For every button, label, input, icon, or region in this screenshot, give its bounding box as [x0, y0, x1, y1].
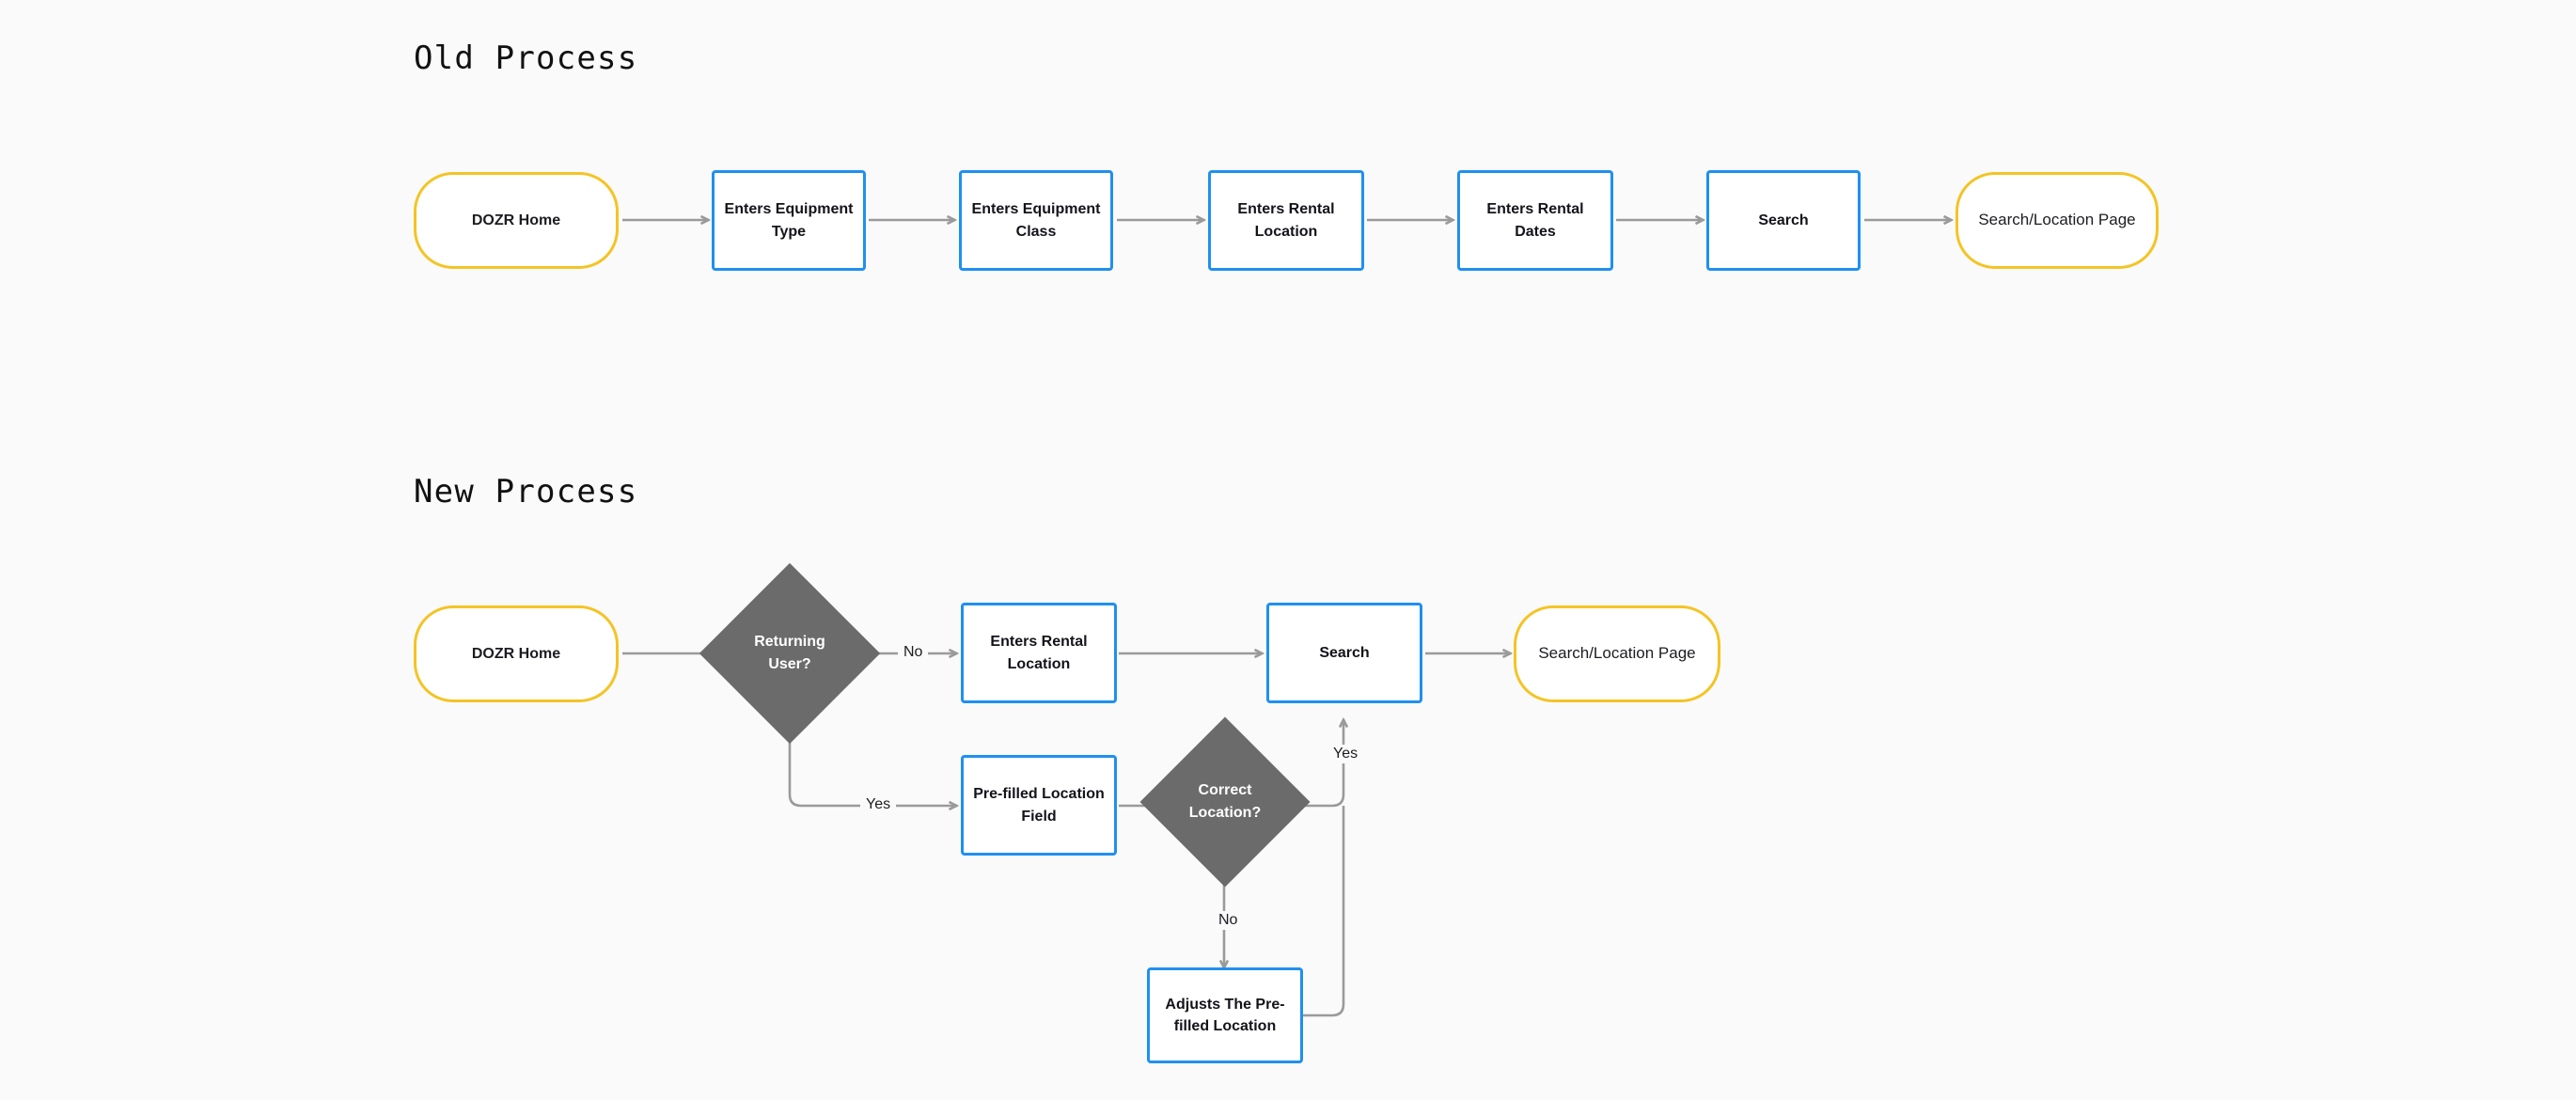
- old-node-enters-equipment-type-label: Enters Equipment Type: [724, 201, 854, 240]
- new-node-correct-location-label: Correct Location?: [1188, 782, 1262, 821]
- edge-adjusts-back-to-search: [1303, 806, 1345, 1017]
- new-node-dozr-home-label: DOZR Home: [471, 645, 561, 662]
- new-node-enters-rental-location[interactable]: Enters Rental Location: [961, 603, 1117, 703]
- new-node-prefilled-location-field[interactable]: Pre-filled Location Field: [961, 755, 1117, 856]
- new-node-correct-location-decision[interactable]: Correct Location?: [1139, 716, 1311, 888]
- old-node-enters-equipment-type[interactable]: Enters Equipment Type: [712, 170, 866, 271]
- new-node-returning-user-decision[interactable]: Returning User?: [699, 562, 881, 745]
- edge-label-correct-location-no: No: [1213, 911, 1244, 930]
- edge-label-returning-user-no: No: [898, 643, 929, 662]
- old-node-search-location-page-label: Search/Location Page: [1978, 211, 2136, 229]
- edge-new-yes-to-prefilled: [788, 717, 956, 806]
- new-node-returning-user-label: Returning User?: [754, 634, 825, 672]
- old-node-enters-rental-dates-label: Enters Rental Dates: [1486, 201, 1584, 240]
- old-node-search[interactable]: Search: [1706, 170, 1861, 271]
- new-node-search-label: Search: [1319, 644, 1370, 661]
- old-node-enters-rental-dates[interactable]: Enters Rental Dates: [1457, 170, 1613, 271]
- old-node-search-label: Search: [1758, 212, 1809, 228]
- new-node-search-location-page-label: Search/Location Page: [1538, 644, 1696, 663]
- edge-label-correct-location-yes: Yes: [1327, 745, 1364, 763]
- new-node-search-location-page[interactable]: Search/Location Page: [1514, 605, 1720, 702]
- old-node-enters-equipment-class[interactable]: Enters Equipment Class: [959, 170, 1113, 271]
- section-title-old-process: Old Process: [414, 39, 638, 77]
- old-node-dozr-home[interactable]: DOZR Home: [414, 172, 619, 269]
- new-node-prefilled-location-field-label: Pre-filled Location Field: [973, 786, 1105, 825]
- old-node-search-location-page[interactable]: Search/Location Page: [1956, 172, 2159, 269]
- new-node-enters-rental-location-label: Enters Rental Location: [990, 634, 1088, 672]
- new-node-adjusts-prefilled-location[interactable]: Adjusts The Pre-filled Location: [1147, 967, 1303, 1063]
- old-node-enters-rental-location[interactable]: Enters Rental Location: [1208, 170, 1364, 271]
- new-node-adjusts-prefilled-location-label: Adjusts The Pre-filled Location: [1165, 996, 1285, 1034]
- edge-label-returning-user-yes: Yes: [860, 795, 897, 814]
- old-node-dozr-home-label: DOZR Home: [471, 212, 561, 228]
- new-node-dozr-home[interactable]: DOZR Home: [414, 605, 619, 702]
- new-node-search[interactable]: Search: [1266, 603, 1422, 703]
- old-node-enters-equipment-class-label: Enters Equipment Class: [971, 201, 1101, 240]
- section-title-new-process: New Process: [414, 473, 638, 511]
- old-node-enters-rental-location-label: Enters Rental Location: [1237, 201, 1335, 240]
